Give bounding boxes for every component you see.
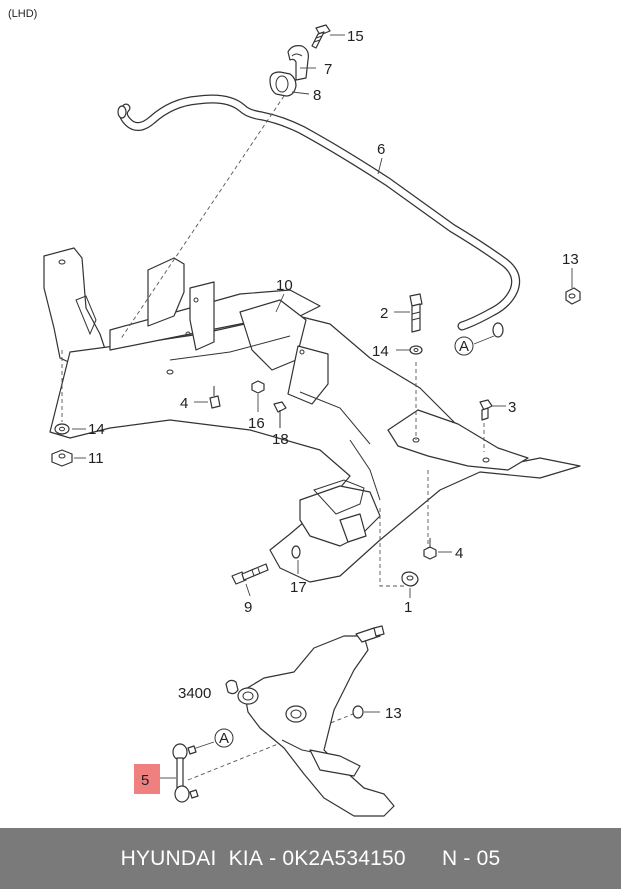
callout-11: 11 bbox=[88, 450, 104, 467]
stabilizer-link-5 bbox=[172, 743, 199, 803]
callout-3: 3 bbox=[508, 399, 516, 416]
callout-17: 17 bbox=[290, 579, 307, 596]
callout-4-lower: 4 bbox=[455, 545, 463, 562]
bolt-4-left bbox=[209, 386, 221, 409]
lower-control-arm bbox=[237, 625, 395, 817]
callout-14-right: 14 bbox=[372, 343, 389, 360]
callout-10: 10 bbox=[276, 277, 293, 294]
nut-16 bbox=[251, 380, 265, 394]
subframe-10 bbox=[43, 247, 581, 583]
bolt-3 bbox=[479, 399, 493, 421]
callout-2: 2 bbox=[380, 305, 388, 322]
footer-brand: HYUNDAI KIA bbox=[120, 846, 264, 870]
reference-a-upper bbox=[454, 335, 495, 356]
bolt-9 bbox=[231, 563, 269, 585]
footer-part-number: - 0K2A534150 bbox=[269, 846, 406, 870]
callout-a-upper: A bbox=[459, 338, 469, 355]
lhd-note: (LHD) bbox=[8, 8, 37, 20]
callout-14-left: 14 bbox=[88, 421, 105, 438]
nut-13-upper bbox=[565, 287, 581, 305]
nut-4-lower bbox=[423, 538, 437, 560]
stabilizer-bar-6 bbox=[117, 94, 521, 338]
callout-13-upper: 13 bbox=[562, 251, 579, 268]
callout-15: 15 bbox=[347, 28, 364, 45]
bushing-1 bbox=[401, 571, 419, 587]
footer-bar: HYUNDAI KIA - 0K2A534150 N - 05 bbox=[0, 828, 621, 889]
bolt-2 bbox=[409, 293, 423, 333]
parts-diagram: (LHD) bbox=[8, 8, 581, 817]
callout-9: 9 bbox=[244, 599, 252, 616]
washer-13-lower bbox=[352, 705, 364, 719]
bolt-18 bbox=[273, 401, 287, 428]
bushing-3400 bbox=[225, 679, 239, 695]
callout-16: 16 bbox=[248, 415, 265, 432]
bolt-15 bbox=[311, 24, 331, 49]
washer-17 bbox=[291, 545, 301, 559]
callout-7: 7 bbox=[324, 61, 332, 78]
callout-3400: 3400 bbox=[178, 685, 211, 702]
callout-6: 6 bbox=[377, 141, 385, 158]
callout-1: 1 bbox=[404, 599, 412, 616]
callout-18: 18 bbox=[272, 431, 289, 448]
nut-11 bbox=[51, 449, 73, 467]
callout-5: 5 bbox=[141, 772, 149, 789]
callout-4-left: 4 bbox=[180, 395, 188, 412]
highlight-box-5 bbox=[134, 764, 160, 794]
washer-14-left bbox=[54, 423, 70, 435]
footer-page-ref: N - 05 bbox=[442, 846, 501, 870]
callout-a-lower: A bbox=[219, 730, 229, 747]
callout-8: 8 bbox=[313, 87, 321, 104]
bushing-8 bbox=[269, 71, 297, 97]
washer-14-right bbox=[409, 345, 423, 355]
callout-13-lower: 13 bbox=[385, 705, 402, 722]
bracket-7 bbox=[287, 45, 309, 81]
